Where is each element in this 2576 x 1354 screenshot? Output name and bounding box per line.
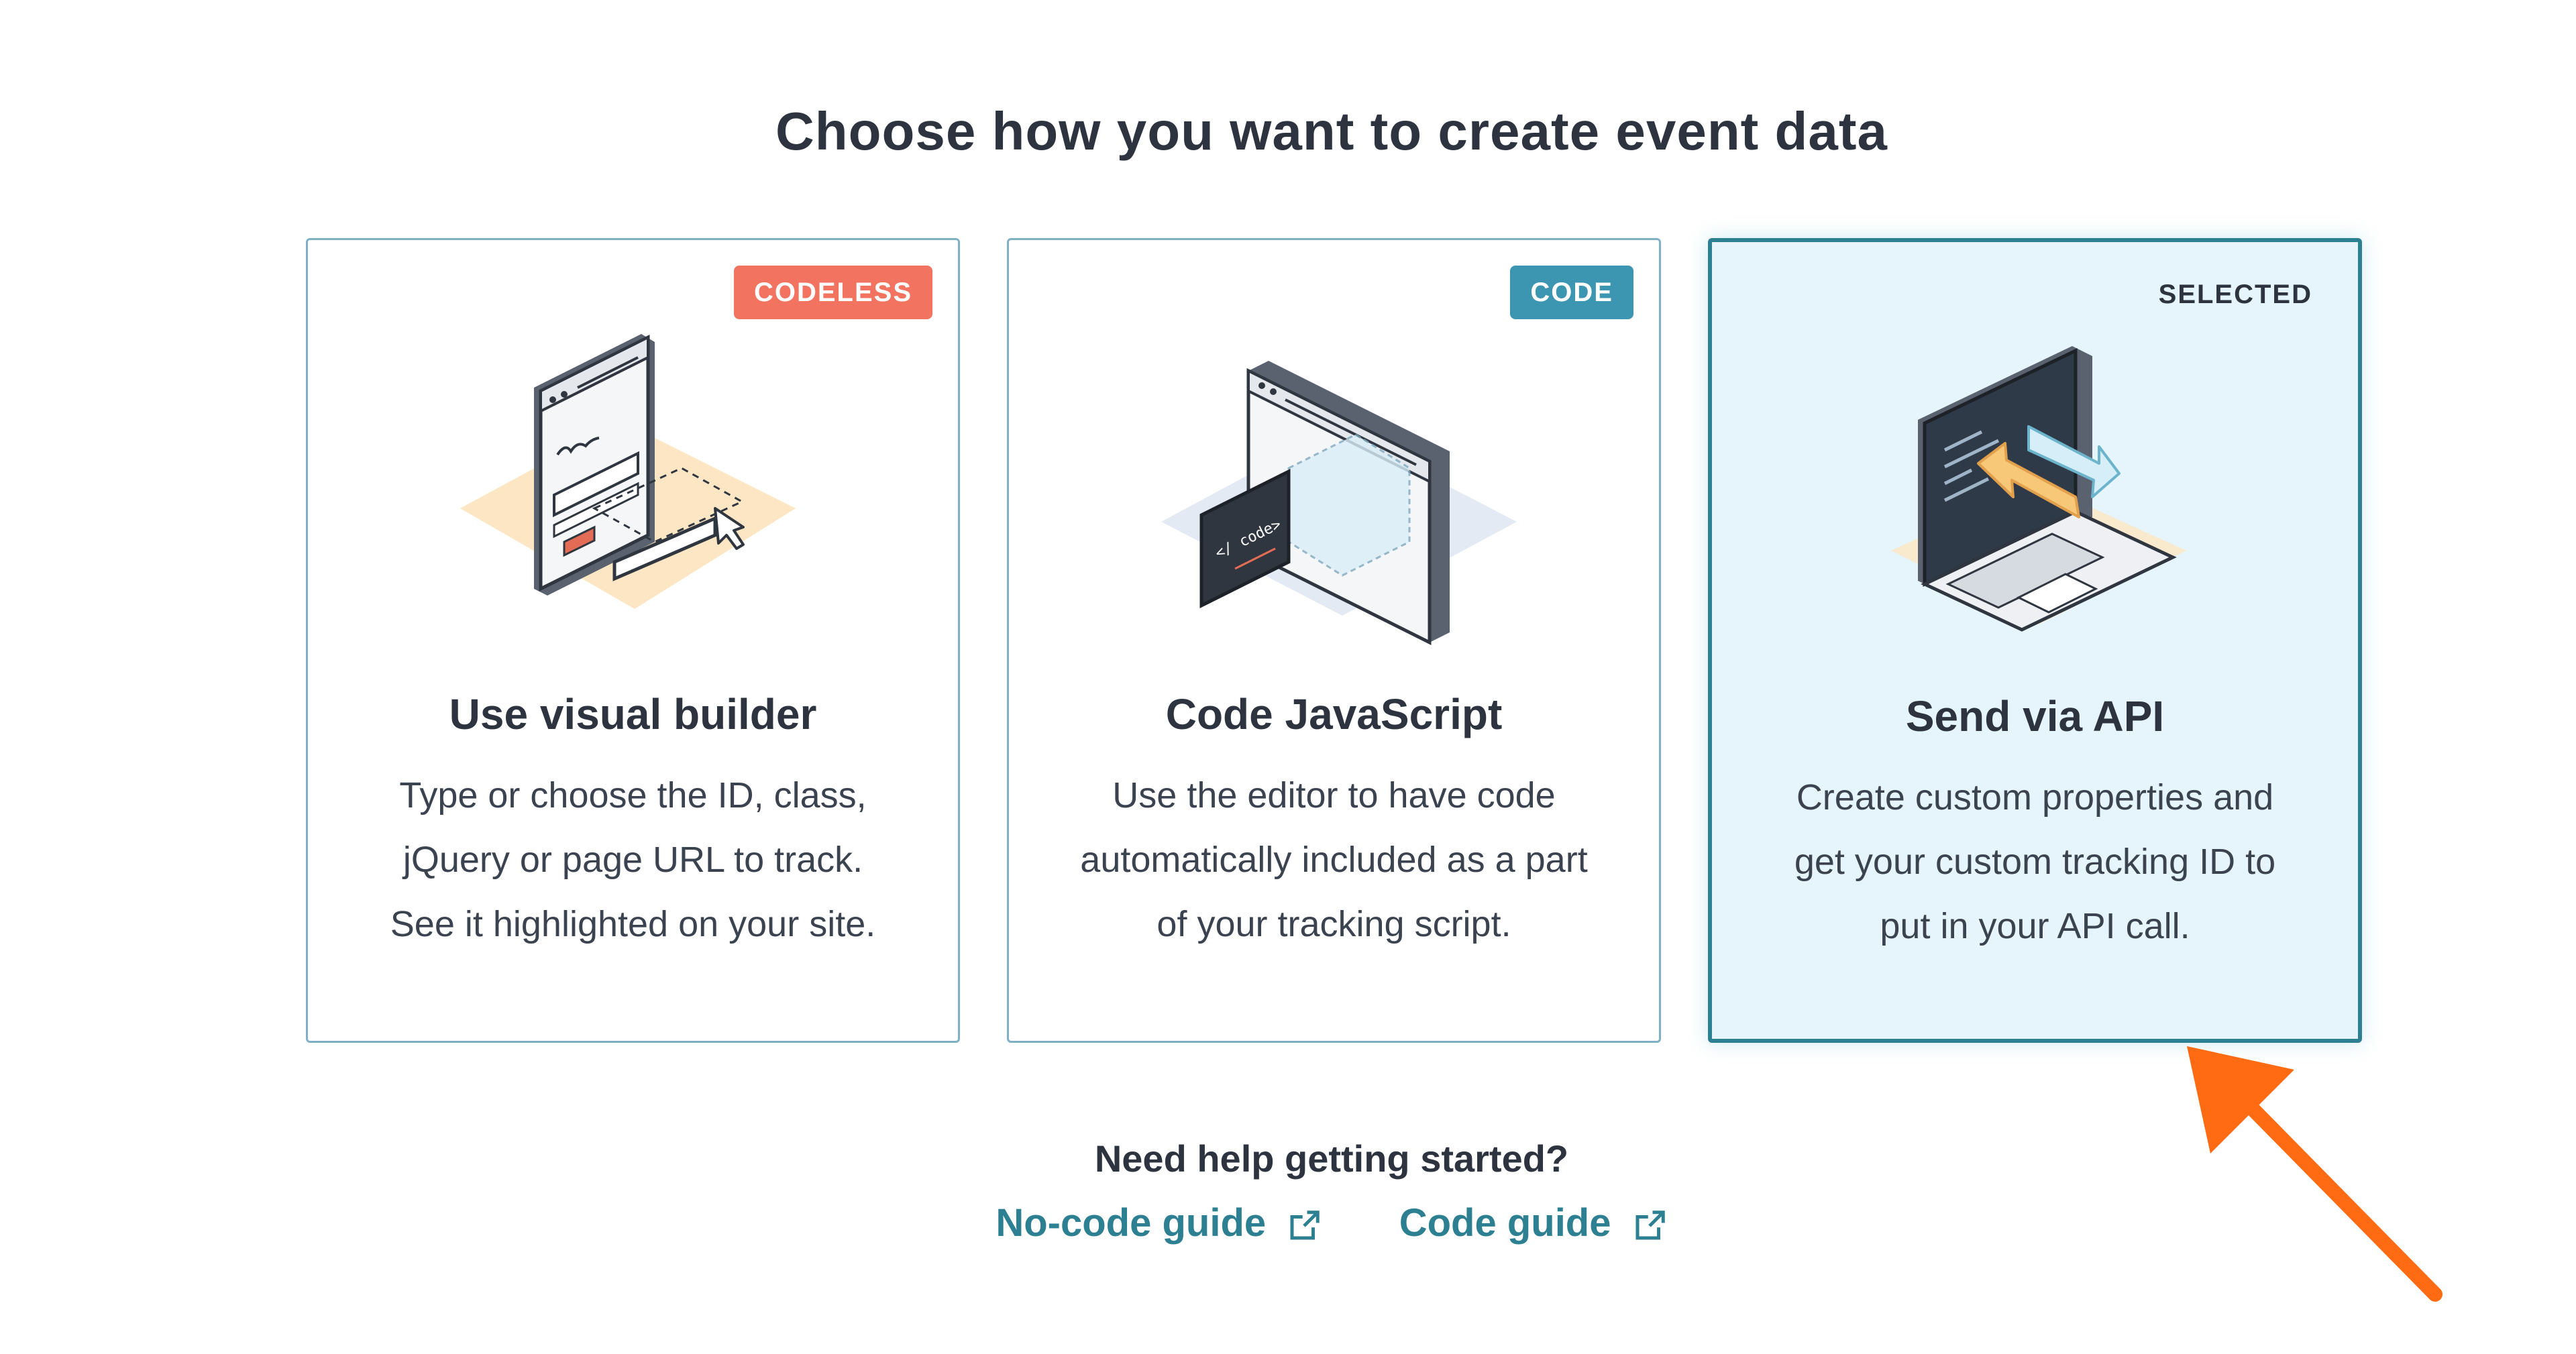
link-label: Code guide xyxy=(1399,1201,1611,1245)
code-badge: CODE xyxy=(1510,266,1633,319)
external-link-icon xyxy=(1290,1210,1320,1240)
option-card-send-via-api[interactable]: SELECTED Send via API Create custom prop… xyxy=(1708,238,2362,1043)
annotation-arrow-icon xyxy=(2187,1046,2443,1302)
link-label: No-code guide xyxy=(996,1201,1267,1245)
external-link-icon xyxy=(1635,1210,1665,1240)
card-description-line: put in your API call. xyxy=(1880,906,2190,946)
card-description-line: Type or choose the ID, class, xyxy=(399,775,867,815)
card-title: Code JavaScript xyxy=(1165,690,1503,738)
help-title: Need help getting started? xyxy=(1094,1137,1569,1180)
no-code-guide-link[interactable]: No-code guide xyxy=(996,1200,1322,1245)
option-card-visual-builder[interactable]: CODELESS Use visual builder Type or choo… xyxy=(306,238,960,1043)
guide-links: No-code guide Code guide xyxy=(0,1200,2576,1245)
code-javascript-illustration: </ code> xyxy=(1161,361,1517,646)
card-description-line: Use the editor to have code xyxy=(1112,775,1556,815)
card-description-line: automatically included as a part xyxy=(1080,840,1588,880)
code-guide-link[interactable]: Code guide xyxy=(1399,1200,1668,1245)
page-title: Choose how you want to create event data xyxy=(775,101,1888,161)
card-description: Create custom properties and get your cu… xyxy=(1752,765,2318,958)
codeless-badge: CODELESS xyxy=(733,266,932,319)
card-description-line: of your tracking script. xyxy=(1157,904,1511,944)
card-description-line: jQuery or page URL to track. xyxy=(402,840,863,880)
selected-badge: SELECTED xyxy=(2158,280,2312,309)
card-description-line: get your custom tracking ID to xyxy=(1794,842,2276,882)
card-title: Use visual builder xyxy=(449,690,817,738)
card-description: Type or choose the ID, class, jQuery or … xyxy=(348,763,918,956)
option-card-code-javascript[interactable]: CODE </ code> Code JavaScript Use the ed… xyxy=(1007,238,1661,1043)
card-description-line: See it highlighted on your site. xyxy=(390,904,876,944)
card-description: Use the editor to have code automaticall… xyxy=(1049,763,1619,956)
card-title: Send via API xyxy=(1905,692,2165,740)
card-description-line: Create custom properties and xyxy=(1796,777,2274,817)
visual-builder-illustration xyxy=(460,334,796,609)
send-via-api-illustration xyxy=(1891,346,2186,632)
